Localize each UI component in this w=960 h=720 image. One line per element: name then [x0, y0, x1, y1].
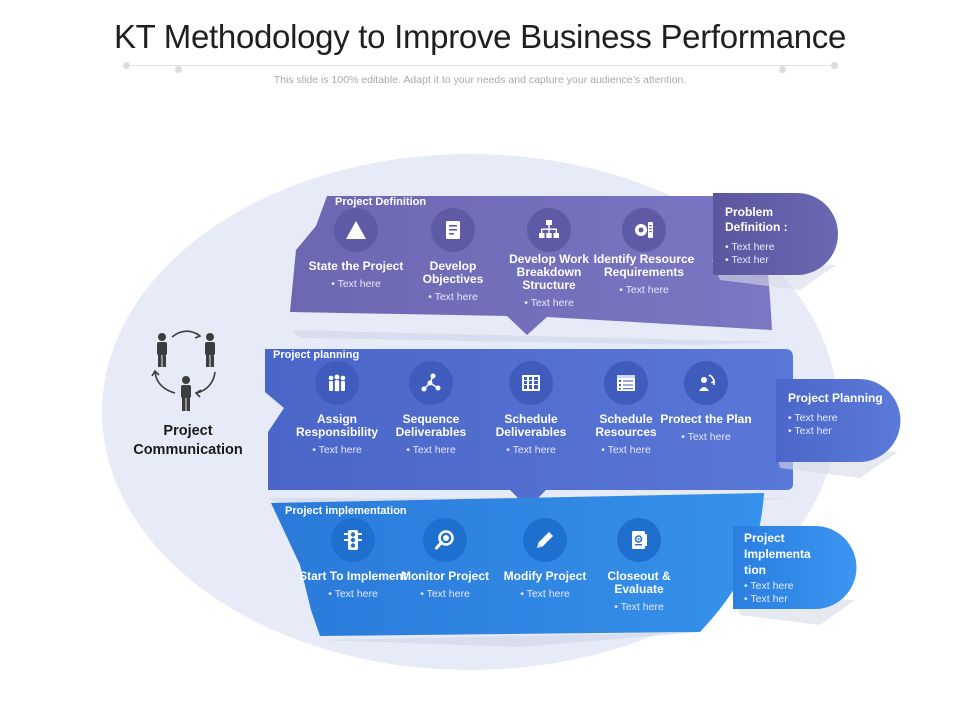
tab-title: Project Implementa tion — [744, 531, 811, 577]
tab-problem-definition: Problem Definition : Text here Text her — [725, 205, 825, 267]
step-state-project: State the Project • Text here — [301, 259, 411, 291]
tab-project-planning: Project Planning Text here Text her — [788, 391, 888, 438]
gantt-icon — [522, 375, 540, 391]
step-subtext: • Text here — [524, 297, 574, 309]
project-communication-label: Project Communication — [133, 423, 243, 458]
tab-item: Text her — [744, 593, 828, 606]
band-label-project-definition: Project Definition — [335, 196, 427, 208]
divider-dot — [175, 66, 182, 73]
step-subtext: • Text here — [601, 444, 651, 456]
pencil-icon — [537, 532, 553, 548]
divider-dot — [779, 66, 786, 73]
tab-item: Text her — [725, 254, 825, 267]
step-title: Modify Project — [503, 569, 587, 583]
tab-items: Text here Text her — [788, 412, 888, 438]
step-title: State the Project — [308, 259, 404, 273]
step-subtext: • Text here — [428, 291, 478, 303]
page-subtitle: This slide is 100% editable. Adapt it to… — [273, 74, 687, 86]
step-title: Sequence Deliverables — [395, 412, 467, 439]
step-icon-start-implement — [331, 518, 375, 562]
step-closeout-evaluate: Closeout & Evaluate • Text here — [584, 569, 694, 614]
step-icon-assign-responsibility — [315, 361, 359, 405]
traffic-light-icon — [344, 530, 362, 550]
step-subtext: • Text here — [406, 444, 456, 456]
divider-dot — [123, 62, 130, 69]
magnifier-icon — [435, 530, 454, 550]
step-title: Schedule Deliverables — [495, 412, 567, 439]
step-icon-work-breakdown — [527, 208, 571, 252]
band-label-project-planning: Project planning — [273, 349, 360, 361]
tab-item: Text here — [725, 241, 825, 254]
step-title: Start To Implement — [299, 569, 407, 583]
step-subtext: • Text here — [681, 431, 731, 443]
step-subtext: • Text here — [312, 444, 362, 456]
band-project-planning — [265, 349, 793, 508]
calendar-list-icon — [617, 375, 635, 391]
tab-items: Text here Text her — [725, 241, 825, 267]
step-title: Monitor Project — [400, 569, 489, 583]
step-subtext: • Text here — [614, 601, 664, 613]
step-assign-responsibility: Assign Responsibility • Text here — [282, 412, 392, 457]
step-modify-project: Modify Project • Text here — [490, 569, 600, 601]
step-subtext: • Text here — [520, 588, 570, 600]
step-subtext: • Text here — [331, 278, 381, 290]
step-title: Develop Objectives — [422, 259, 484, 286]
step-schedule-resources: Schedule Resources • Text here — [571, 412, 681, 457]
step-title: Closeout & Evaluate — [607, 569, 671, 596]
tab-project-implementation: Project Implementa tion Text here Text h… — [744, 530, 828, 606]
communication-cycle-arrows — [151, 330, 216, 398]
step-sequence-deliverables: Sequence Deliverables • Text here — [376, 412, 486, 457]
step-subtext: • Text here — [328, 588, 378, 600]
step-work-breakdown-structure: Develop Work Breakdown Structure • Text … — [494, 252, 604, 310]
document-icon — [446, 221, 460, 239]
step-icon-develop-objectives — [431, 208, 475, 252]
step-protect-the-plan: Protect the Plan • Text here — [651, 412, 761, 444]
tab-items: Text here Text her — [744, 580, 828, 606]
step-icon-modify-project — [523, 518, 567, 562]
step-title: Identify Resource Requirements — [593, 252, 695, 279]
tab-item: Text her — [788, 425, 888, 438]
step-subtext: • Text here — [506, 444, 556, 456]
tab-title: Project Planning — [788, 391, 883, 405]
hierarchy-icon — [539, 220, 559, 238]
step-icon-state-project — [334, 208, 378, 252]
tab-item: Text here — [788, 412, 888, 425]
tab-title: Problem Definition : — [725, 205, 788, 234]
step-icon-sequence-deliverables — [409, 361, 453, 405]
step-icon-monitor-project — [423, 518, 467, 562]
team-icon — [328, 374, 346, 392]
step-title: Schedule Resources — [595, 412, 657, 439]
step-schedule-deliverables: Schedule Deliverables • Text here — [476, 412, 586, 457]
triangle-icon — [346, 221, 366, 239]
tab-item: Text here — [744, 580, 828, 593]
step-icon-closeout-evaluate — [617, 518, 661, 562]
band-shadow — [320, 632, 700, 647]
step-icon-schedule-deliverables — [509, 361, 553, 405]
step-icon-protect-plan — [684, 361, 728, 405]
band-shadow — [292, 330, 778, 345]
communication-people-icon — [157, 333, 215, 411]
step-identify-resource-requirements: Identify Resource Requirements • Text he… — [589, 252, 699, 297]
step-title: Develop Work Breakdown Structure — [509, 252, 589, 292]
step-monitor-project: Monitor Project • Text here — [390, 569, 500, 601]
step-develop-objectives: Develop Objectives • Text here — [398, 259, 508, 304]
report-icon — [632, 531, 647, 549]
step-subtext: • Text here — [420, 588, 470, 600]
shield-person-icon — [699, 374, 715, 391]
title-divider — [126, 65, 834, 66]
step-icon-schedule-resources — [604, 361, 648, 405]
step-start-to-implement: Start To Implement • Text here — [298, 569, 408, 601]
resources-icon — [635, 222, 653, 238]
network-icon — [421, 373, 441, 392]
page-title: KT Methodology to Improve Business Perfo… — [113, 18, 847, 55]
step-icon-resource-requirements — [622, 208, 666, 252]
band-label-project-implementation: Project implementation — [285, 505, 407, 517]
step-subtext: • Text here — [619, 284, 669, 296]
divider-dot — [831, 62, 838, 69]
step-title: Assign Responsibility — [295, 412, 378, 439]
step-title: Protect the Plan — [660, 412, 752, 426]
